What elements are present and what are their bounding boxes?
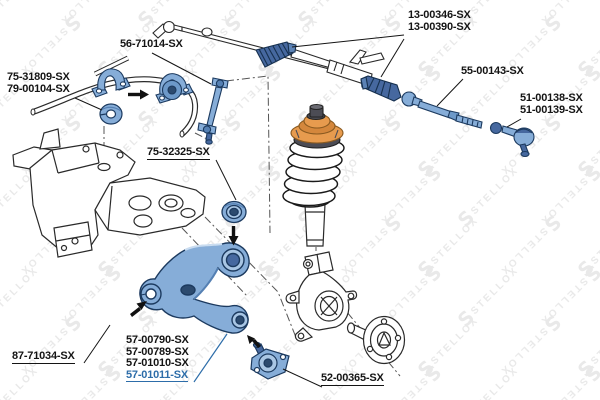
- axial-rod: [401, 91, 483, 129]
- stabilizer-bracket-on-bar: [155, 73, 194, 104]
- part-number: 13-00390-SX: [408, 20, 471, 33]
- part-number: 57-01010-SX: [126, 357, 189, 369]
- part-number: 56-71014-SX: [120, 38, 183, 50]
- rod-clamp: [201, 27, 213, 37]
- part-number: 55-00143-SX: [461, 65, 524, 77]
- part-number: 75-31809-SX: [7, 71, 70, 83]
- part-number: 57-00790-SX: [126, 334, 189, 346]
- tie-rod-end: [489, 121, 535, 158]
- part-number: 87-71034-SX: [12, 350, 75, 364]
- part-number: 51-00139-SX: [520, 103, 583, 116]
- strut-assembly: [282, 103, 345, 247]
- part-number: 51-00138-SX: [520, 92, 583, 104]
- subframe: [12, 128, 206, 258]
- stabilizer-bushing-loose: [99, 103, 123, 125]
- control-arm: [139, 242, 250, 334]
- part-number: 52-00365-SX: [321, 372, 384, 386]
- part-number: 13-00346-SX: [408, 9, 471, 21]
- arrow-right: [128, 92, 141, 97]
- arrow-up-left: [252, 339, 261, 348]
- direction-arrows: [128, 89, 261, 348]
- arrow-up-right: [130, 307, 141, 317]
- lock-nut: [489, 121, 503, 135]
- stabilizer-bracket-left: [91, 68, 131, 98]
- strut-top-mount: [290, 103, 344, 149]
- label-stabilizer-link: 56-71014-SX: [120, 38, 183, 51]
- leader-lines: [74, 34, 522, 388]
- highlight-leader-line: [193, 333, 228, 383]
- steering-boot-left: [255, 41, 297, 68]
- label-ball-joint: 52-00365-SX: [321, 372, 384, 386]
- label-control-arm-front-bushing: 87-71034-SX: [12, 350, 75, 364]
- wheel-hub: [346, 315, 406, 365]
- steering-knuckle: [285, 251, 358, 342]
- part-number: 75-32325-SX: [147, 146, 210, 160]
- label-control-arm-rear-bushing: 75-32325-SX: [147, 146, 210, 160]
- arrow-down: [231, 226, 236, 237]
- part-number-link[interactable]: 57-01011-SX: [126, 368, 189, 382]
- ball-joint: [250, 341, 290, 380]
- part-number: 79-00104-SX: [7, 82, 70, 95]
- steering-boot-right: [360, 75, 402, 102]
- control-arm-rear-bushing: [221, 200, 247, 224]
- outer-tie-rod-top: [152, 20, 183, 39]
- label-axial-rod: 55-00143-SX: [461, 65, 524, 78]
- part-number: 57-00789-SX: [126, 345, 189, 358]
- stabilizer-link: [197, 77, 229, 145]
